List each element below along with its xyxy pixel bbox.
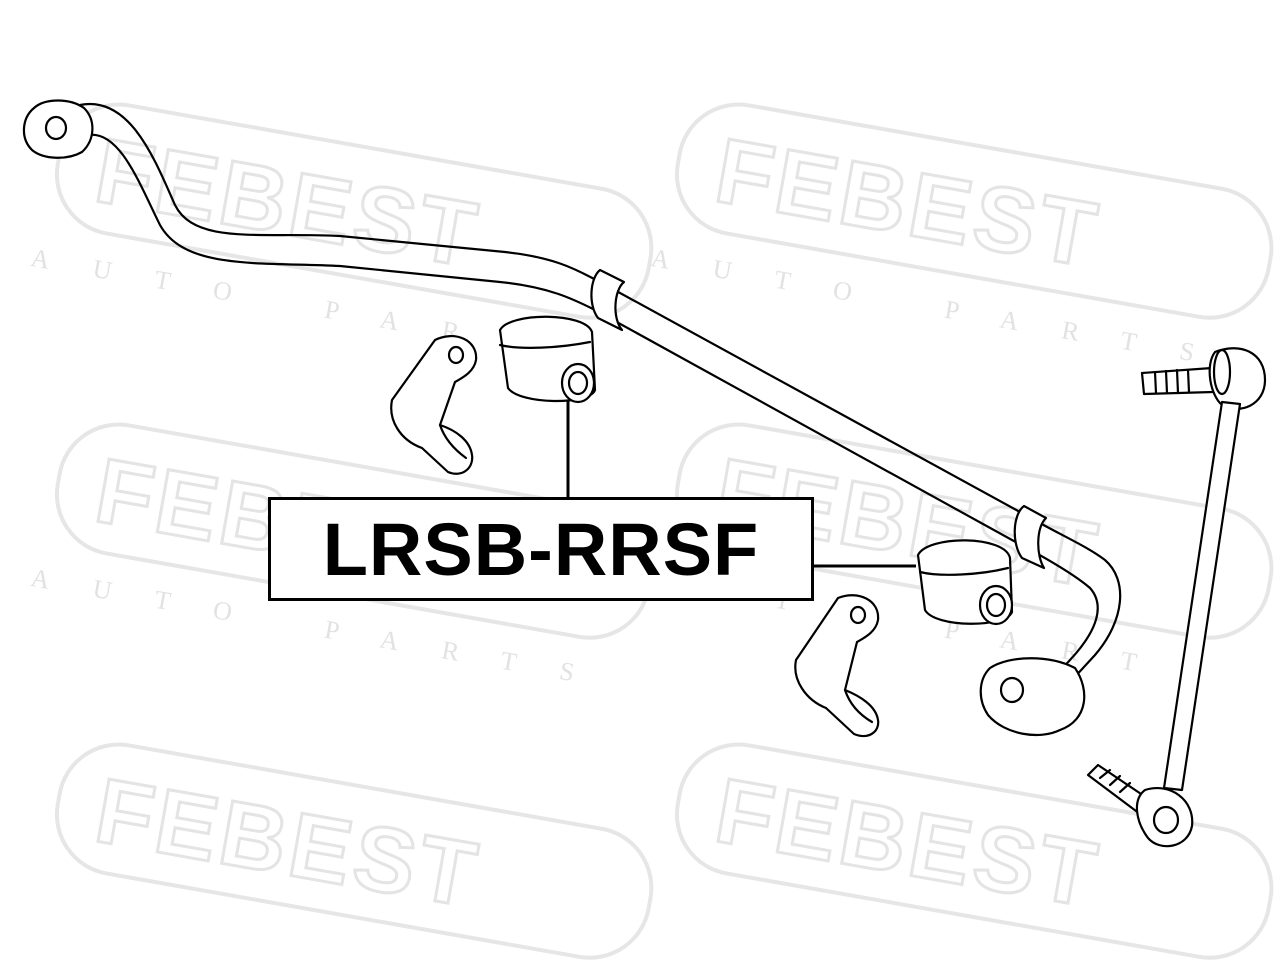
stabilizer-link bbox=[1086, 347, 1267, 848]
stabilizer-bushing-right bbox=[916, 539, 1014, 626]
bar-eye-right bbox=[979, 657, 1086, 737]
bar-eye-left bbox=[22, 99, 94, 159]
watermark-5: FEBEST bbox=[54, 742, 654, 960]
watermark-brand: FEBEST bbox=[89, 760, 488, 928]
part-number-text: LRSB-RRSF bbox=[322, 507, 760, 591]
part-number-label: LRSB-RRSF bbox=[268, 497, 814, 601]
bar-collar-right bbox=[1013, 504, 1048, 570]
watermark-2: FEBEST AUTO PARTS bbox=[649, 102, 1274, 375]
stabilizer-bushing-left bbox=[498, 315, 597, 404]
bushing-bracket-left bbox=[390, 335, 478, 475]
watermark-brand: FEBEST bbox=[709, 760, 1108, 928]
stabilizer-bar bbox=[22, 99, 1122, 737]
bushing-bracket-right bbox=[794, 594, 880, 738]
watermark-6: FEBEST bbox=[674, 742, 1274, 960]
bar-collar-left bbox=[590, 268, 626, 332]
leader-lines bbox=[566, 400, 916, 568]
